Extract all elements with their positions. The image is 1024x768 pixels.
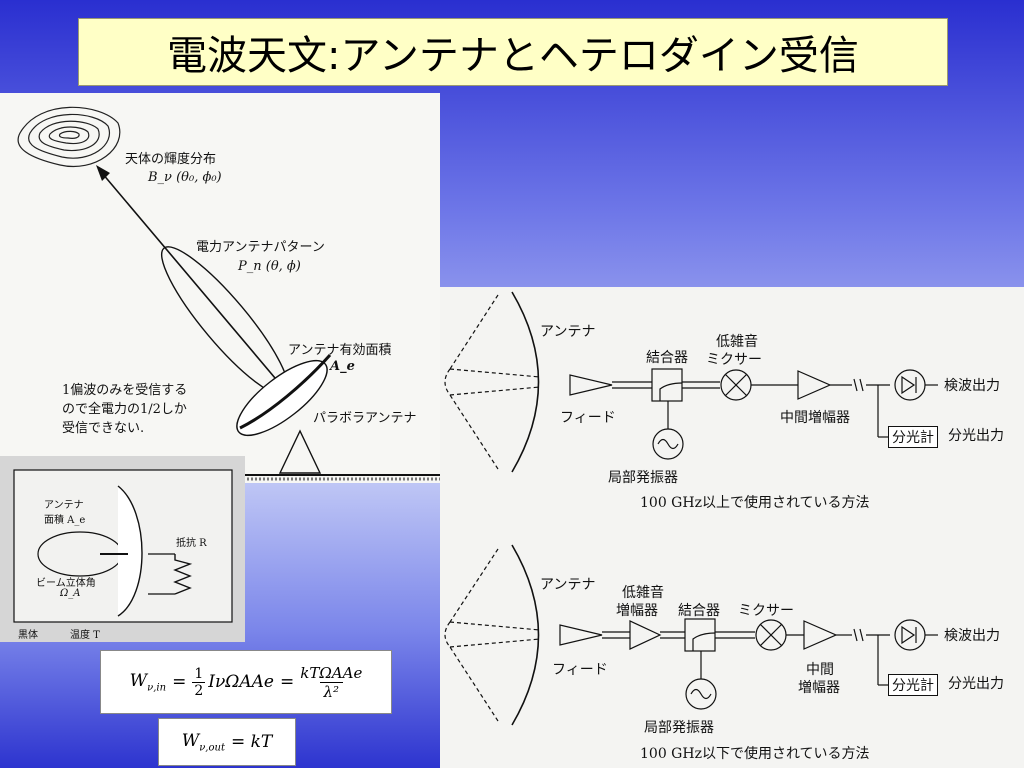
pattern-symbol: P_n (θ, ϕ) xyxy=(238,259,301,274)
bottom-lo-label: 局部発振器 xyxy=(644,720,714,736)
bottom-spectrometer-box: 分光計 xyxy=(888,674,938,696)
bottom-if-amp xyxy=(803,620,838,650)
dish-mount xyxy=(278,429,322,474)
parabolic-antenna-label: パラボラアンテナ xyxy=(313,411,417,426)
bb-antenna-label: アンテナ xyxy=(44,500,84,511)
effective-area-symbol: A_e xyxy=(330,359,355,374)
win-half-fraction: 1 2 xyxy=(192,665,206,699)
top-lna-label: 低雑音 xyxy=(716,334,758,350)
output-power-equation: Wν,out = kT xyxy=(158,718,296,766)
pattern-label: 電力アンテナパターン xyxy=(196,240,325,255)
brightness-symbol: B_ν (θ₀, ϕ₀) xyxy=(148,170,222,185)
top-feed-label: フィード xyxy=(560,410,616,426)
bottom-feed-label: フィード xyxy=(552,662,608,678)
top-if-amp xyxy=(797,370,832,400)
bottom-detector-output-label: 検波出力 xyxy=(944,628,1000,644)
top-mixer-label: ミクサー xyxy=(706,352,762,368)
polarization-note-line3: 受信できない. xyxy=(62,421,145,436)
bb-resistor-label: 抵抗 R xyxy=(176,538,207,549)
wout-lhs: Wν,out xyxy=(181,730,225,754)
bottom-reflector xyxy=(511,544,540,726)
bottom-combiner-label: 結合器 xyxy=(678,603,720,619)
effective-area-label: アンテナ有効面積 xyxy=(288,343,392,358)
blackbody-drawing xyxy=(13,469,233,623)
top-local-oscillator xyxy=(652,428,684,460)
bottom-detector xyxy=(894,619,926,651)
brightness-label: 天体の輝度分布 xyxy=(125,152,217,167)
slide-title-text: 電波天文:アンテナとヘテロダイン受信 xyxy=(167,33,859,79)
polarization-note-line1: 1偏波のみを受信する xyxy=(62,383,188,398)
bottom-lna-label-1: 低雑音 xyxy=(622,585,664,601)
bottom-mixer-label: ミクサー xyxy=(738,603,794,619)
bottom-feed-horn xyxy=(559,624,603,646)
bottom-local-oscillator xyxy=(685,678,717,710)
bb-beam-label: ビーム立体角 xyxy=(36,578,96,589)
bottom-lna xyxy=(629,620,662,650)
antenna-pattern-drawing xyxy=(17,106,440,481)
antenna-disk xyxy=(117,485,143,617)
top-antenna-label: アンテナ xyxy=(540,324,596,340)
blackbody-figure: アンテナ 面積 A_e ビーム立体角 Ω_A 抵抗 R 黒体 温度 T xyxy=(0,456,245,642)
top-detector xyxy=(894,369,926,401)
bb-temperature-label: 温度 T xyxy=(70,630,100,641)
top-feed-horn xyxy=(569,374,613,396)
win-eq1: = xyxy=(172,672,187,692)
polarization-note-line2: ので全電力の1/2しか xyxy=(62,402,187,417)
wout-rhs: = kT xyxy=(230,732,273,752)
resistor-symbol xyxy=(173,554,193,595)
bottom-if-amp-label-1: 中間 xyxy=(806,662,834,678)
bb-blackbody-label: 黒体 xyxy=(18,630,38,641)
win-eq2: = xyxy=(280,672,295,692)
receiver-diagrams: アンテナ 結合器 低雑音 ミクサー フィード 中間増幅器 検波出力 分光計 分光… xyxy=(440,287,1024,768)
top-caption: 100 GHz以上で使用されている方法 xyxy=(640,495,870,511)
top-reflector xyxy=(511,291,540,473)
receiver-drawing xyxy=(444,291,938,726)
input-power-equation: Wν,in = 1 2 IνΩAAe = kTΩAAe λ² xyxy=(100,650,392,714)
bottom-lna-label-2: 増幅器 xyxy=(616,603,658,619)
bottom-if-amp-label-2: 増幅器 xyxy=(798,680,840,696)
bb-omega-label: Ω_A xyxy=(60,588,81,599)
top-lo-label: 局部発振器 xyxy=(608,470,678,486)
top-combiner-label: 結合器 xyxy=(646,350,688,366)
direction-arrowhead xyxy=(96,165,110,181)
brightness-contours xyxy=(17,106,121,167)
win-middle-term: IνΩAAe xyxy=(208,672,274,692)
top-if-amp-label: 中間増幅器 xyxy=(780,410,850,426)
top-combiner xyxy=(651,368,683,402)
antenna-pattern-figure: 天体の輝度分布 B_ν (θ₀, ϕ₀) 電力アンテナパターン P_n (θ, … xyxy=(0,93,440,483)
bottom-caption: 100 GHz以下で使用されている方法 xyxy=(640,746,870,762)
slide-title: 電波天文:アンテナとヘテロダイン受信 xyxy=(78,18,948,86)
bottom-antenna-label: アンテナ xyxy=(540,577,596,593)
bb-area-label: 面積 A_e xyxy=(44,515,86,526)
top-detector-output-label: 検波出力 xyxy=(944,378,1000,394)
win-lhs: Wν,in xyxy=(129,670,167,694)
bottom-spectral-output-label: 分光出力 xyxy=(948,676,1004,692)
bottom-combiner xyxy=(684,618,716,652)
top-spectral-output-label: 分光出力 xyxy=(948,428,1004,444)
top-spectrometer-box: 分光計 xyxy=(888,426,938,448)
win-rhs-fraction: kTΩAAe λ² xyxy=(300,663,363,701)
